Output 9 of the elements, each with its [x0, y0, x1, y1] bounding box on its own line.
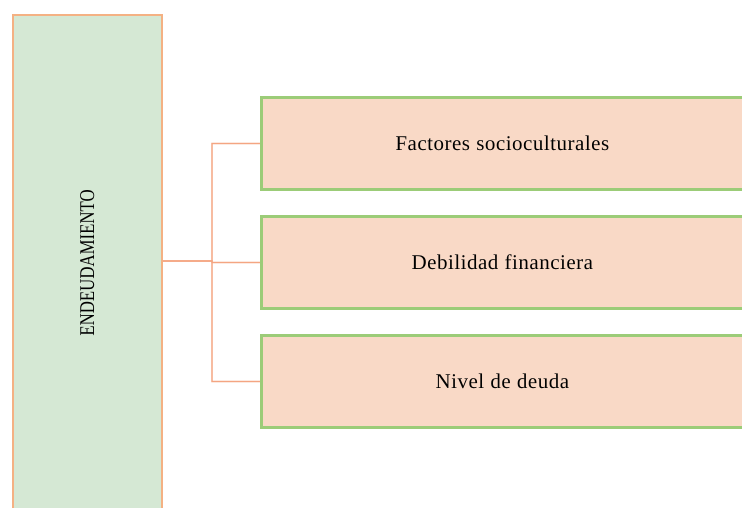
connector-line [163, 260, 260, 382]
category-box [12, 14, 163, 508]
factor-label: Factores socioculturales [395, 131, 610, 156]
factor-box [260, 334, 742, 429]
factor-label: Nivel de deuda [435, 369, 570, 394]
category-label: ENDEUDAMIENTO [75, 188, 100, 336]
factor-box [260, 215, 742, 310]
factor-box [260, 96, 742, 191]
factor-label: Debilidad financiera [412, 250, 594, 275]
